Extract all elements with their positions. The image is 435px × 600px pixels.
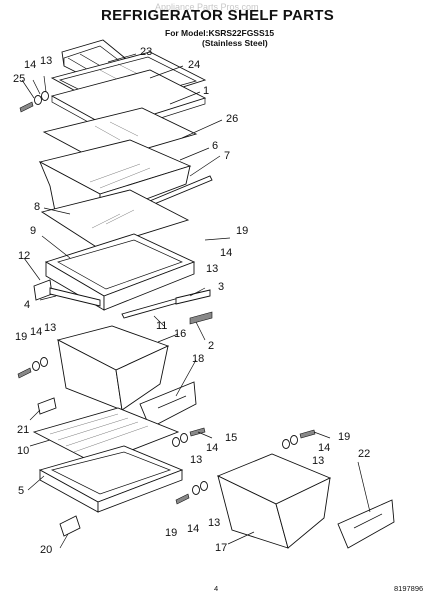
callout-14f: 14 [187, 523, 200, 535]
callout-3: 3 [218, 281, 225, 293]
callout-14a: 14 [24, 59, 37, 71]
part-17-drawer [216, 453, 332, 549]
left-fasteners-19-14-13 [17, 357, 48, 379]
callout-13a: 13 [40, 55, 53, 67]
finish-line: (Stainless Steel) [202, 38, 268, 48]
page-title: REFRIGERATOR SHELF PARTS [100, 7, 335, 24]
callout-13b: 13 [206, 263, 219, 275]
callout-22: 22 [358, 448, 371, 460]
callout-14c: 14 [30, 326, 43, 338]
callout-19a: 19 [236, 225, 249, 237]
page-number: 4 [214, 584, 219, 593]
callout-16: 16 [174, 328, 187, 340]
watermark: Appliance Parts Pros.com [155, 2, 259, 12]
callout-19d: 19 [165, 527, 178, 539]
document-number: 8197896 [394, 584, 424, 593]
callout-6: 6 [212, 140, 219, 152]
part-16-drawer [56, 325, 170, 411]
callout-13c: 13 [44, 322, 57, 334]
callout-26: 26 [226, 113, 239, 125]
callout-23: 23 [140, 46, 153, 58]
callout-7: 7 [224, 150, 231, 162]
callout-10: 10 [17, 445, 30, 457]
callout-5: 5 [18, 485, 25, 497]
callout-14e: 14 [318, 442, 331, 454]
callout-20: 20 [40, 544, 53, 556]
callout-14b: 14 [220, 247, 233, 259]
part-5-frame [38, 445, 184, 513]
callout-21: 21 [17, 424, 30, 436]
callout-8: 8 [34, 201, 41, 213]
callout-12: 12 [18, 250, 31, 262]
callout-4: 4 [24, 299, 31, 311]
callout-1: 1 [203, 85, 210, 97]
callout-11: 11 [156, 320, 168, 332]
part-12-4-covers [33, 279, 101, 307]
callout-14d: 14 [206, 442, 219, 454]
part-21-clip [37, 397, 57, 415]
callout-19c: 19 [338, 431, 351, 443]
part-10-shelf [32, 407, 180, 465]
callout-13d: 13 [190, 454, 203, 466]
callout-2: 2 [208, 340, 215, 352]
callout-19b: 19 [15, 331, 28, 343]
callout-17: 17 [215, 542, 228, 554]
callout-9: 9 [30, 225, 37, 237]
callout-25: 25 [13, 73, 26, 85]
part-3-11-rails [121, 289, 213, 325]
part-20-clip [59, 515, 81, 537]
part-8-glass [40, 189, 190, 249]
right-fasteners-19-14-13 [175, 429, 316, 505]
center-fasteners-15-14-13 [172, 427, 206, 447]
part-25-14-13-fasteners [19, 75, 49, 113]
callout-13e: 13 [312, 455, 325, 467]
callout-24: 24 [188, 59, 201, 71]
callout-13f: 13 [208, 517, 221, 529]
callout-18: 18 [192, 353, 205, 365]
callout-15: 15 [225, 432, 238, 444]
model-line: For Model:KSRS22FGSS15 [165, 28, 275, 38]
part-22-drawer-front [337, 499, 395, 549]
